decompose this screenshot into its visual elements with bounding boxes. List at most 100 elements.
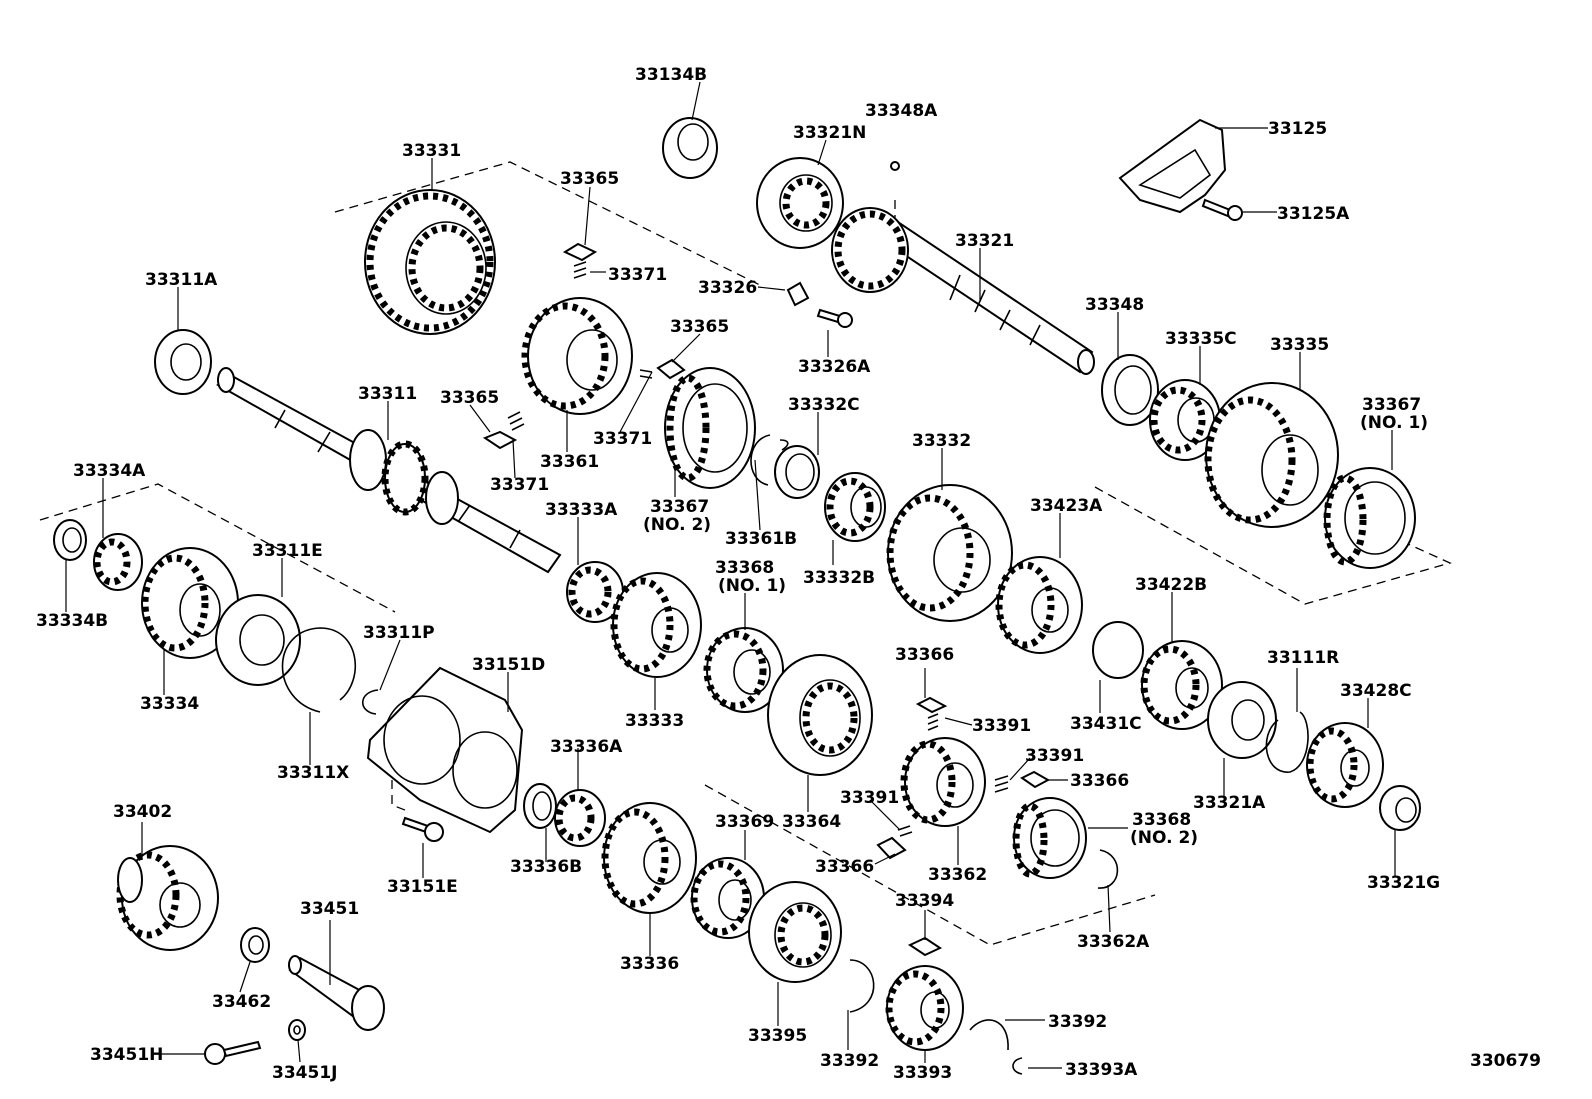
bearing-33134B [662,117,718,179]
label-33125: 33125 [1268,119,1327,139]
gear-33335 [1204,382,1339,528]
label-33125A: 33125A [1277,204,1350,224]
bearing-33336A [554,789,606,847]
input-shaft-33311 [216,367,562,574]
label-33336: 33336 [620,954,679,974]
bushing-33431C [1092,621,1144,679]
clip-33311P [361,689,379,715]
label-33334B: 33334B [36,611,108,631]
label-33311E: 33311E [252,541,323,561]
label-33391-right: 33391 [1025,746,1084,766]
label-33368-no2-sub: (NO. 2) [1130,828,1198,848]
label-33151E: 33151E [387,877,458,897]
part-labels: 33134B 33348A 33321N 33125 33125A 33331 … [36,65,1541,1083]
label-33371-left: 33371 [490,475,549,495]
key-33366-top [915,696,948,714]
label-33326: 33326 [698,278,757,298]
gear-33336 [601,802,697,914]
bearing-33311A [154,329,212,395]
label-33348A: 33348A [865,101,938,121]
bearing-33311E [215,594,301,686]
label-33451H: 33451H [90,1045,163,1065]
label-33391-top: 33391 [972,716,1031,736]
hub-33362 [900,737,986,827]
label-33333A: 33333A [545,500,618,520]
spring-33371-top [573,261,587,279]
diagram-id: 330679 [1470,1051,1541,1071]
bearing-33333A [566,561,624,623]
label-33366-right: 33366 [1070,771,1129,791]
snap-ring-33111R [1265,711,1309,773]
shaft-33451 [288,955,385,1031]
label-33365-left: 33365 [440,388,499,408]
ring-33367-no1 [1323,467,1416,569]
spring-33391-right [994,775,1009,793]
label-33336B: 33336B [510,857,582,877]
label-33335: 33335 [1270,335,1329,355]
gear-33422B [1140,640,1223,730]
gear-33423A [995,556,1083,654]
bolt-33151E [401,816,444,842]
label-33311X: 33311X [277,763,349,783]
label-33321: 33321 [955,231,1014,251]
label-33326A: 33326A [798,357,871,377]
bearing-33332B [824,472,886,542]
label-33321N: 33321N [793,123,866,143]
label-33368-no1: 33368 [715,558,774,578]
spring-33391-left [897,825,913,837]
key-33394 [907,936,943,957]
label-33362A: 33362A [1077,932,1150,952]
label-33394: 33394 [895,891,954,911]
bolt-33326A [816,308,853,328]
label-33395: 33395 [748,1026,807,1046]
bolt-33451H [204,1040,262,1065]
plate-33125 [1118,118,1227,214]
gear-33402 [116,845,219,951]
label-33428C: 33428C [1340,681,1412,701]
label-33392-bottom: 33392 [820,1051,879,1071]
label-33348: 33348 [1085,295,1144,315]
label-33321G: 33321G [1367,873,1440,893]
label-33367-no2-sub: (NO. 2) [643,515,711,535]
snap-ring-33392-right [969,1019,1009,1051]
bearing-33334A [93,533,143,591]
label-33134B: 33134B [635,65,707,85]
washer-33348 [1101,354,1159,426]
label-33332: 33332 [912,431,971,451]
label-33334A: 33334A [73,461,146,481]
spring-33391-top [927,713,939,731]
bolt-33125A [1201,198,1243,221]
bearing-33335C [1149,379,1221,461]
label-33334: 33334 [140,694,199,714]
sleeve-33364 [767,654,873,776]
label-33362: 33362 [928,865,987,885]
label-33371-mid: 33371 [593,429,652,449]
label-33431C: 33431C [1070,714,1142,734]
label-33367-no1: 33367 [1362,395,1421,415]
bearing-33321N [756,157,844,249]
label-33331: 33331 [402,141,461,161]
spring-33371-left [507,411,525,431]
label-33402: 33402 [113,802,172,822]
label-33393A: 33393A [1065,1060,1138,1080]
label-33364: 33364 [782,812,841,832]
label-33365-mid: 33365 [670,317,729,337]
retainer-33151D [366,666,524,834]
label-33391-left: 33391 [840,788,899,808]
clip-33393A [1012,1057,1023,1075]
washer-33462 [240,927,270,963]
key-33365-left [482,430,518,450]
ring-33367-no2 [664,367,756,489]
snap-ring-33362A [1097,849,1119,889]
label-33423A: 33423A [1030,496,1103,516]
label-33422B: 33422B [1135,575,1207,595]
bearing-33321A [1207,681,1277,759]
washer-33451J [288,1019,306,1041]
key-33365-mid [639,358,686,380]
label-33311: 33311 [358,384,417,404]
label-33365-top: 33365 [560,169,619,189]
sleeve-33331 [364,189,496,335]
label-33393: 33393 [893,1063,952,1083]
washer-33336B [523,783,557,829]
washer-33332C [774,445,820,499]
